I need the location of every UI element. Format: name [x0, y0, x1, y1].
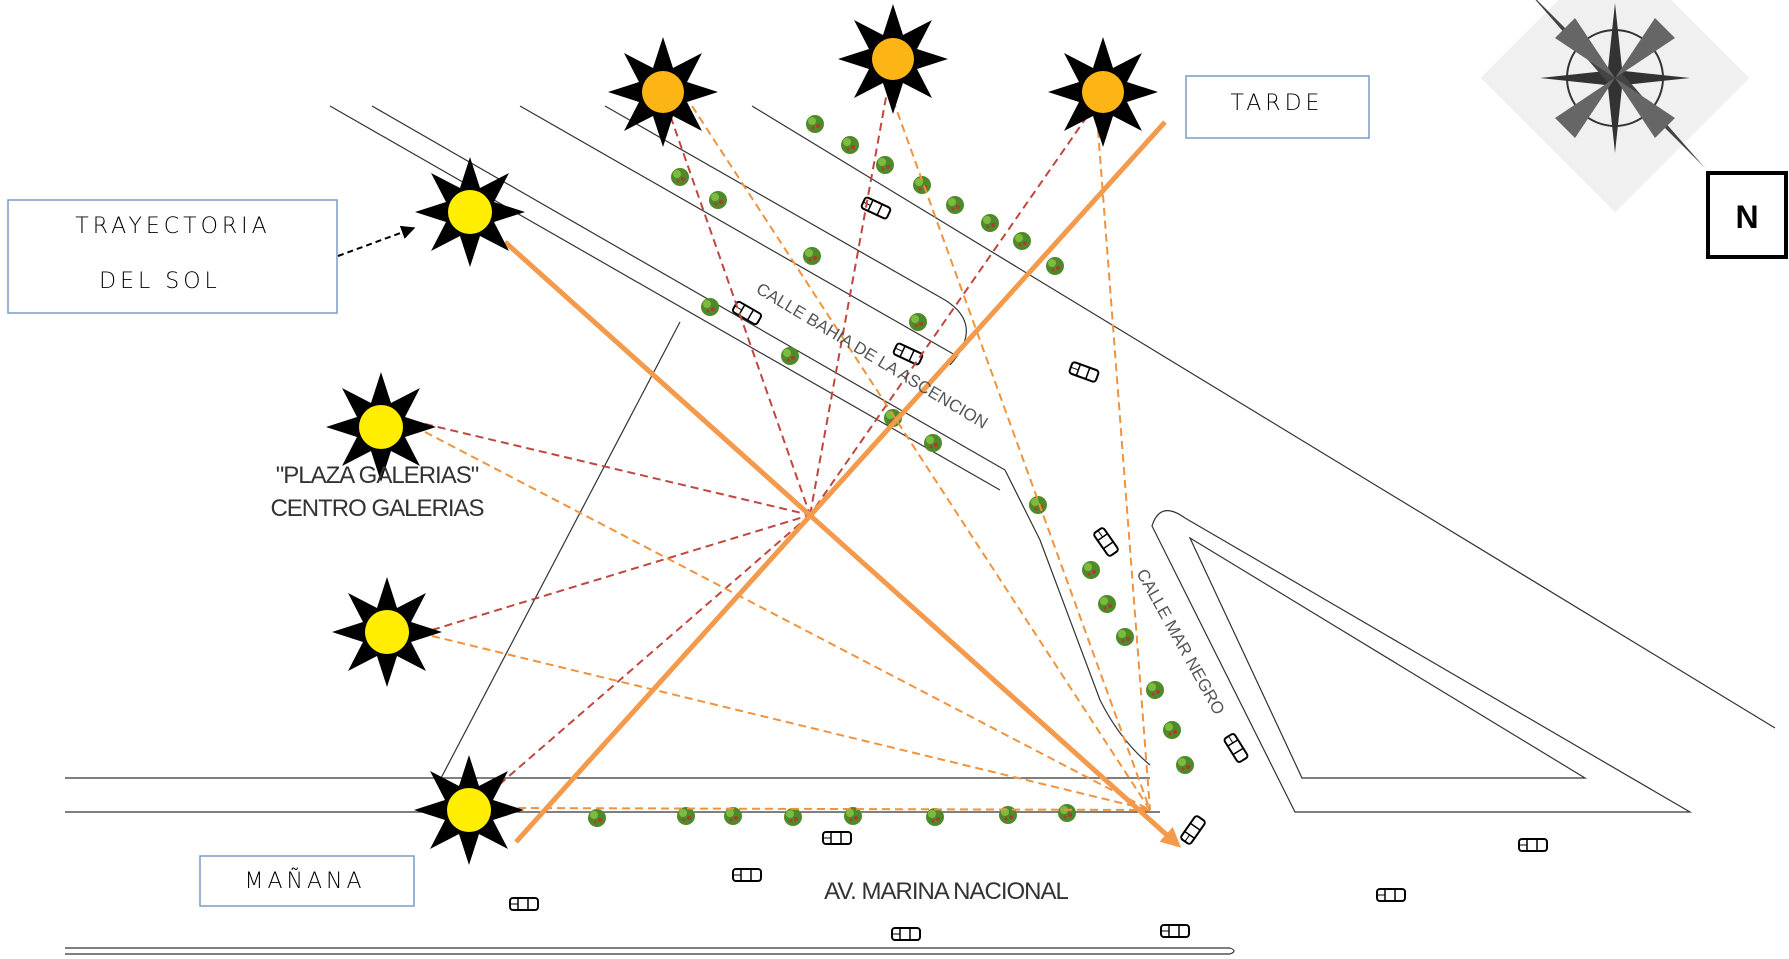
- sun-path-label-line1: TRAYECTORIA: [75, 214, 270, 239]
- sun-icon: [838, 4, 948, 114]
- tree-icon: [946, 196, 964, 214]
- tree-icon: [709, 191, 727, 209]
- car-icon: [891, 927, 921, 941]
- car-icon: [1179, 814, 1207, 846]
- car-icon: [1518, 838, 1548, 852]
- morning-label-box: MAÑANA: [199, 855, 415, 907]
- cars: [509, 195, 1548, 941]
- tree-icon: [781, 347, 799, 365]
- tree-icon: [1029, 496, 1047, 514]
- tree-icon: [701, 298, 719, 316]
- tree-icon: [981, 214, 999, 232]
- tree-icon: [1082, 561, 1100, 579]
- sun-icon: [415, 157, 525, 267]
- tree-icon: [1013, 232, 1031, 250]
- sun-path-pointer-arrow: [337, 225, 416, 257]
- car-icon: [1092, 526, 1120, 558]
- rays-to-center: [424, 58, 1103, 811]
- sun-path-label-box: TRAYECTORIA DEL SOL: [7, 199, 338, 314]
- tree-icon: [806, 115, 824, 133]
- car-icon: [1222, 731, 1250, 765]
- tree-icon: [1098, 595, 1116, 613]
- sun-icon: [608, 37, 718, 147]
- tree-icon: [1046, 257, 1064, 275]
- suns: [326, 4, 1158, 865]
- morning-label: MAÑANA: [244, 868, 365, 894]
- north-label: N: [1735, 199, 1758, 235]
- street-lines: [65, 105, 1776, 955]
- tree-icon: [784, 808, 802, 826]
- tree-icon: [909, 313, 927, 331]
- tree-icon: [1176, 756, 1194, 774]
- afternoon-label-box: TARDE: [1185, 75, 1370, 139]
- morning-to-evening-path: [503, 240, 1181, 848]
- tree-icon: [924, 434, 942, 452]
- street-label-avenue: AV. MARINA NACIONAL: [824, 878, 1068, 905]
- afternoon-path: [514, 120, 1167, 844]
- sun-icon: [326, 372, 436, 482]
- sun-icon: [1048, 37, 1158, 147]
- tree-icon: [588, 809, 606, 827]
- car-icon: [509, 897, 539, 911]
- rays-to-corner: [424, 99, 1151, 811]
- tree-icon: [1058, 804, 1076, 822]
- tree-icon: [677, 807, 695, 825]
- tree-icon: [803, 247, 821, 265]
- tree-icon: [926, 808, 944, 826]
- place-subname: CENTRO GALERIAS: [270, 495, 483, 522]
- tree-icon: [876, 156, 894, 174]
- car-icon: [732, 868, 762, 882]
- sun-icon: [414, 755, 524, 865]
- sun-path-lines: [503, 120, 1181, 848]
- sun-path-label-line2: DEL SOL: [99, 269, 221, 294]
- tree-icon: [841, 136, 859, 154]
- car-icon: [1160, 924, 1190, 938]
- afternoon-label: TARDE: [1231, 91, 1324, 116]
- trees: [588, 115, 1194, 827]
- tree-icon: [1146, 681, 1164, 699]
- place-name: "PLAZA GALERIAS": [276, 462, 479, 489]
- car-icon: [1376, 888, 1406, 902]
- tree-icon: [1116, 628, 1134, 646]
- tree-icon: [1163, 721, 1181, 739]
- sun-icon: [332, 577, 442, 687]
- north-marker-box: [1706, 171, 1788, 259]
- car-icon: [822, 831, 852, 845]
- car-icon: [1067, 360, 1101, 384]
- sun-rays: [424, 58, 1151, 811]
- tree-icon: [671, 168, 689, 186]
